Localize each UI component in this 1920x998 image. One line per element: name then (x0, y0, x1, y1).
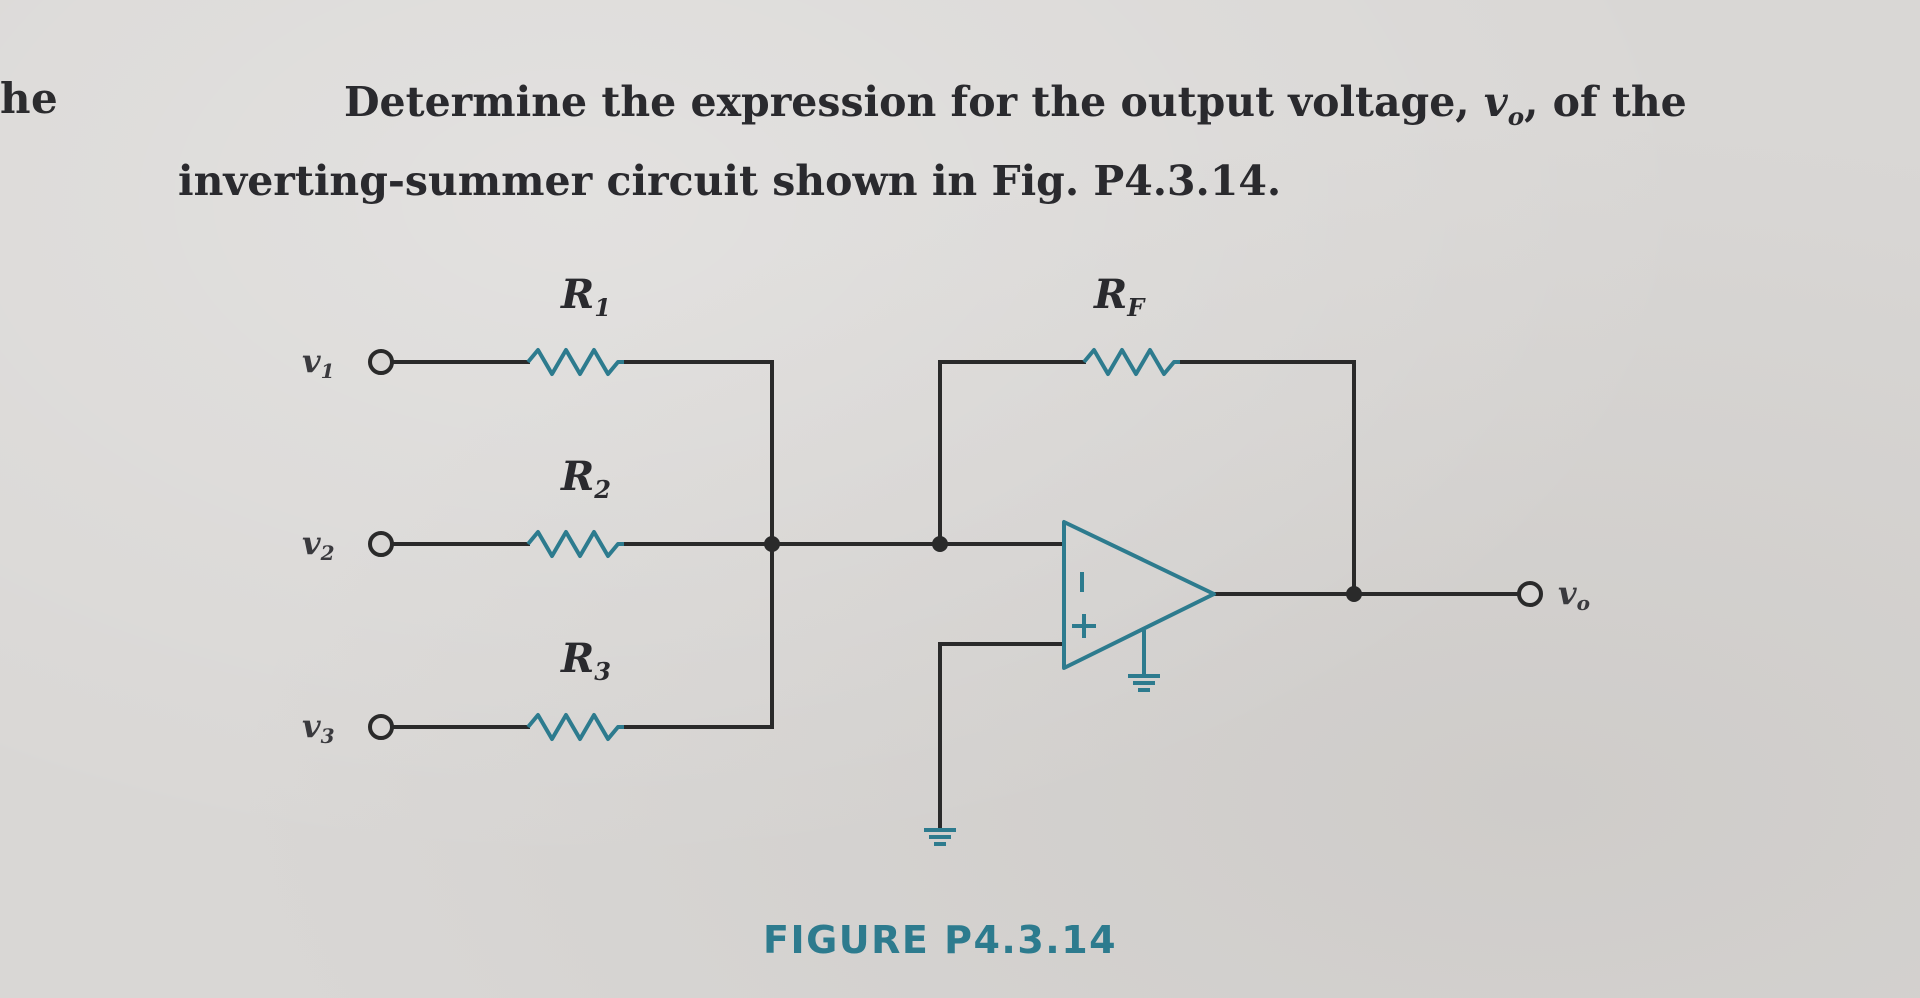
junction-feedback-node (932, 536, 948, 552)
problem-text-end: , of the (1524, 78, 1687, 126)
op-amp (1062, 520, 1216, 670)
label-r3: R3 (560, 635, 611, 686)
label-vo: vo (1558, 574, 1590, 615)
problem-statement: Determine the expression for the output … (178, 70, 1738, 213)
ground-symbol (924, 828, 956, 846)
output-voltage-symbol: vo (1483, 78, 1524, 131)
terminal-output (1517, 581, 1543, 607)
label-v3: v3 (302, 707, 335, 748)
resistor-r3 (526, 713, 624, 741)
margin-text-fragment: he (0, 74, 59, 123)
label-rf: RF (1093, 271, 1146, 322)
label-v1: v1 (302, 342, 335, 383)
output-symbol-letter: v (1483, 78, 1508, 126)
figure-caption: FIGURE P4.3.14 (763, 918, 1118, 962)
label-v2: v2 (302, 524, 335, 565)
terminal-input-1 (368, 349, 394, 375)
op-amp-ground (1128, 630, 1160, 692)
terminal-input-3 (368, 714, 394, 740)
resistor-rf (1082, 348, 1180, 376)
junction-output-node (1346, 586, 1362, 602)
label-r2: R2 (560, 453, 611, 504)
label-r1: R1 (560, 271, 611, 322)
resistor-r1 (526, 348, 624, 376)
terminal-input-2 (368, 531, 394, 557)
junction-summing-node (764, 536, 780, 552)
resistor-r2 (526, 530, 624, 558)
problem-text-start: Determine the expression for the output … (344, 78, 1484, 126)
output-symbol-subscript: o (1507, 102, 1525, 132)
problem-line-2: inverting-summer circuit shown in Fig. P… (178, 157, 1282, 206)
problem-line-1: Determine the expression for the output … (178, 70, 1738, 149)
op-amp-triangle (1062, 520, 1216, 670)
